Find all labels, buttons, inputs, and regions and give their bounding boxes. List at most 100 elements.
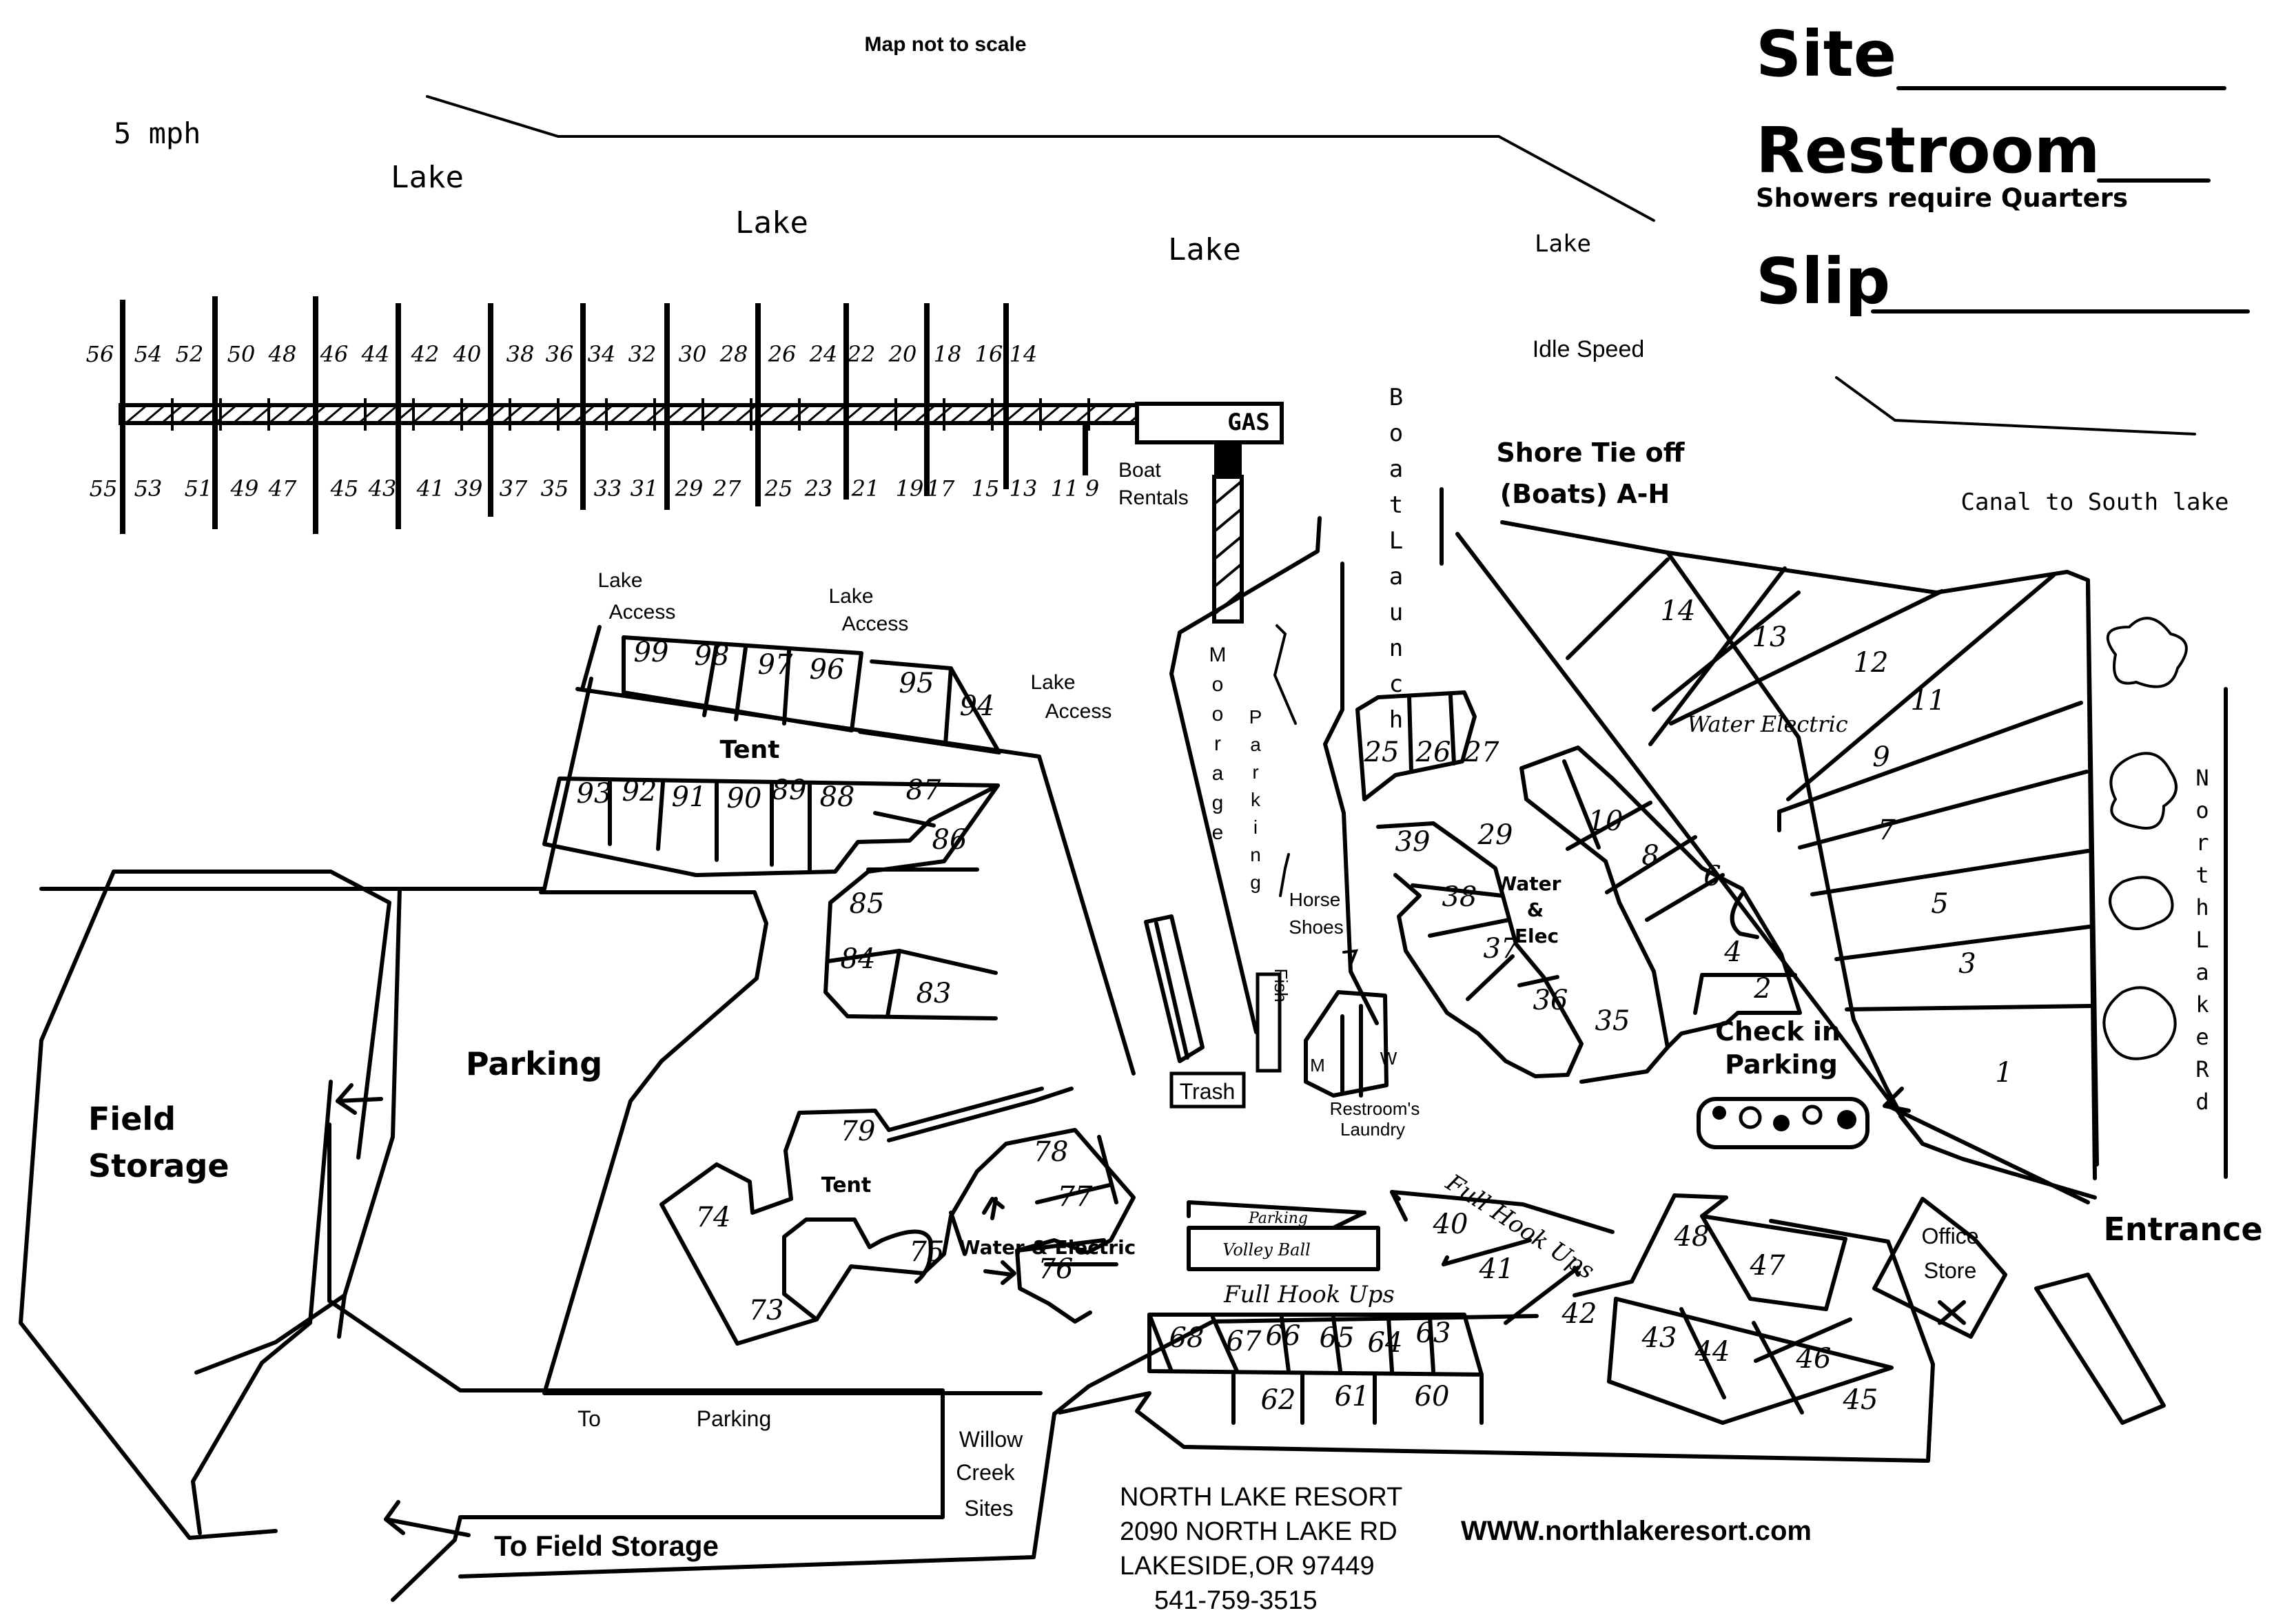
site-number[interactable]: 95: [899, 668, 934, 699]
site-number[interactable]: 99: [634, 637, 669, 668]
site-number[interactable]: 74: [696, 1202, 731, 1233]
site-number[interactable]: 2: [1753, 973, 1771, 1005]
volleyball-court[interactable]: [1187, 1200, 1380, 1271]
dock-hatch-line: [951, 405, 970, 423]
resort-phone: 541-759-3515: [1154, 1586, 1318, 1615]
to-parking-label: Parking: [697, 1406, 772, 1431]
site-number[interactable]: 94: [960, 690, 995, 722]
site-number[interactable]: 43: [1641, 1322, 1677, 1354]
slip-number: 32: [628, 341, 657, 367]
site-number[interactable]: 97: [758, 649, 793, 681]
site-number[interactable]: 36: [1533, 985, 1568, 1016]
site-number[interactable]: 25: [1364, 737, 1400, 768]
site-number[interactable]: 61: [1335, 1381, 1370, 1412]
site-number[interactable]: 68: [1169, 1322, 1205, 1354]
site-number[interactable]: 92: [622, 776, 657, 808]
dock-hatch-line: [969, 405, 988, 423]
site-number[interactable]: 12: [1854, 647, 1889, 679]
site-number[interactable]: 79: [841, 1116, 876, 1147]
fish-label: Fish: [1271, 968, 1291, 1002]
site-number[interactable]: 39: [1395, 826, 1431, 858]
gas-station[interactable]: [1135, 402, 1284, 444]
horse-shoes-pit: [1273, 624, 1359, 966]
willow-label-3: Sites: [964, 1496, 1013, 1521]
site-number[interactable]: 85: [850, 888, 885, 920]
site-number[interactable]: 78: [1034, 1136, 1069, 1168]
site-number[interactable]: 91: [672, 781, 707, 813]
dock-hatch-line: [987, 405, 1006, 423]
slip-number: 51: [185, 475, 213, 502]
site-number[interactable]: 77: [1058, 1181, 1093, 1213]
site-number[interactable]: 37: [1484, 933, 1519, 965]
site-number[interactable]: 44: [1694, 1336, 1730, 1368]
site-number[interactable]: 7: [1878, 814, 1896, 846]
lots-1-14-lines: [1566, 557, 2093, 1011]
water-electric-label: Water & Electric: [959, 1236, 1136, 1259]
lots-40-48: [1390, 1190, 1894, 1425]
site-number[interactable]: 90: [727, 783, 762, 814]
site-number[interactable]: 60: [1415, 1381, 1450, 1412]
slip-number: 44: [361, 341, 390, 367]
site-number[interactable]: 47: [1750, 1250, 1785, 1282]
site-number[interactable]: 63: [1416, 1317, 1451, 1349]
site-number[interactable]: 9: [1872, 741, 1889, 773]
slip-number: 25: [764, 475, 793, 502]
site-number[interactable]: 41: [1479, 1253, 1515, 1285]
idle-speed: Idle Speed: [1533, 336, 1645, 362]
dock-hatch-line: [127, 405, 146, 423]
site-number[interactable]: 86: [932, 824, 967, 856]
site-number[interactable]: 96: [810, 654, 845, 686]
site-number[interactable]: 88: [820, 781, 855, 813]
site-number[interactable]: 98: [695, 640, 730, 672]
site-number[interactable]: 65: [1320, 1322, 1355, 1354]
site-number[interactable]: 4: [1723, 936, 1741, 968]
site-number[interactable]: 87: [906, 774, 941, 806]
site-number[interactable]: 76: [1038, 1253, 1074, 1285]
site-number[interactable]: 75: [910, 1236, 945, 1268]
site-number[interactable]: 93: [577, 778, 612, 810]
site-number[interactable]: 83: [916, 978, 952, 1009]
dock-hatch-line: [826, 405, 845, 423]
moorage-letter: M: [1209, 644, 1227, 666]
site-number[interactable]: 26: [1415, 737, 1451, 768]
site-number[interactable]: 6: [1703, 861, 1721, 892]
site-number[interactable]: 48: [1674, 1221, 1710, 1253]
site-number[interactable]: 45: [1843, 1384, 1878, 1416]
resort-website[interactable]: WWW.northlakeresort.com: [1461, 1516, 1812, 1546]
site-number[interactable]: 42: [1561, 1298, 1597, 1330]
site-number[interactable]: 84: [841, 943, 876, 975]
site-number[interactable]: 67: [1227, 1326, 1262, 1357]
trash-box[interactable]: [1169, 1071, 1246, 1109]
site-number[interactable]: 5: [1931, 888, 1948, 920]
site-number[interactable]: 35: [1595, 1005, 1630, 1037]
site-number[interactable]: 73: [749, 1295, 784, 1326]
site-number[interactable]: 64: [1368, 1327, 1403, 1359]
site-number[interactable]: 40: [1433, 1209, 1468, 1240]
site-number[interactable]: 89: [772, 774, 807, 806]
site-number[interactable]: 11: [1911, 685, 1946, 717]
site-number[interactable]: 3: [1958, 948, 1976, 980]
road-outlines: [19, 516, 2228, 1602]
site-number[interactable]: 29: [1477, 819, 1513, 851]
site-number[interactable]: 62: [1261, 1384, 1296, 1416]
site-number[interactable]: 66: [1266, 1320, 1301, 1352]
tent-label: Tent: [719, 736, 779, 764]
dock-hatch-line: [611, 405, 630, 423]
slip-number: 35: [541, 475, 569, 502]
direction-arrows: [336, 1083, 1401, 1537]
site-number[interactable]: 10: [1588, 805, 1623, 837]
fish-box[interactable]: [1256, 972, 1282, 1073]
site-number[interactable]: 13: [1752, 621, 1788, 653]
site-number[interactable]: 8: [1641, 840, 1659, 872]
office-store-building[interactable]: [1872, 1197, 2007, 1339]
slip-number: 52: [176, 341, 204, 367]
site-number[interactable]: 27: [1464, 737, 1499, 768]
site-number[interactable]: 38: [1442, 881, 1477, 913]
site-number[interactable]: 46: [1796, 1343, 1832, 1375]
site-number[interactable]: 1: [1995, 1057, 2012, 1089]
site-number[interactable]: 14: [1661, 595, 1696, 627]
moorage-letter: r: [1214, 732, 1221, 755]
slip-number: 9: [1085, 475, 1099, 502]
restroom-laundry-building[interactable]: [1304, 990, 1389, 1098]
